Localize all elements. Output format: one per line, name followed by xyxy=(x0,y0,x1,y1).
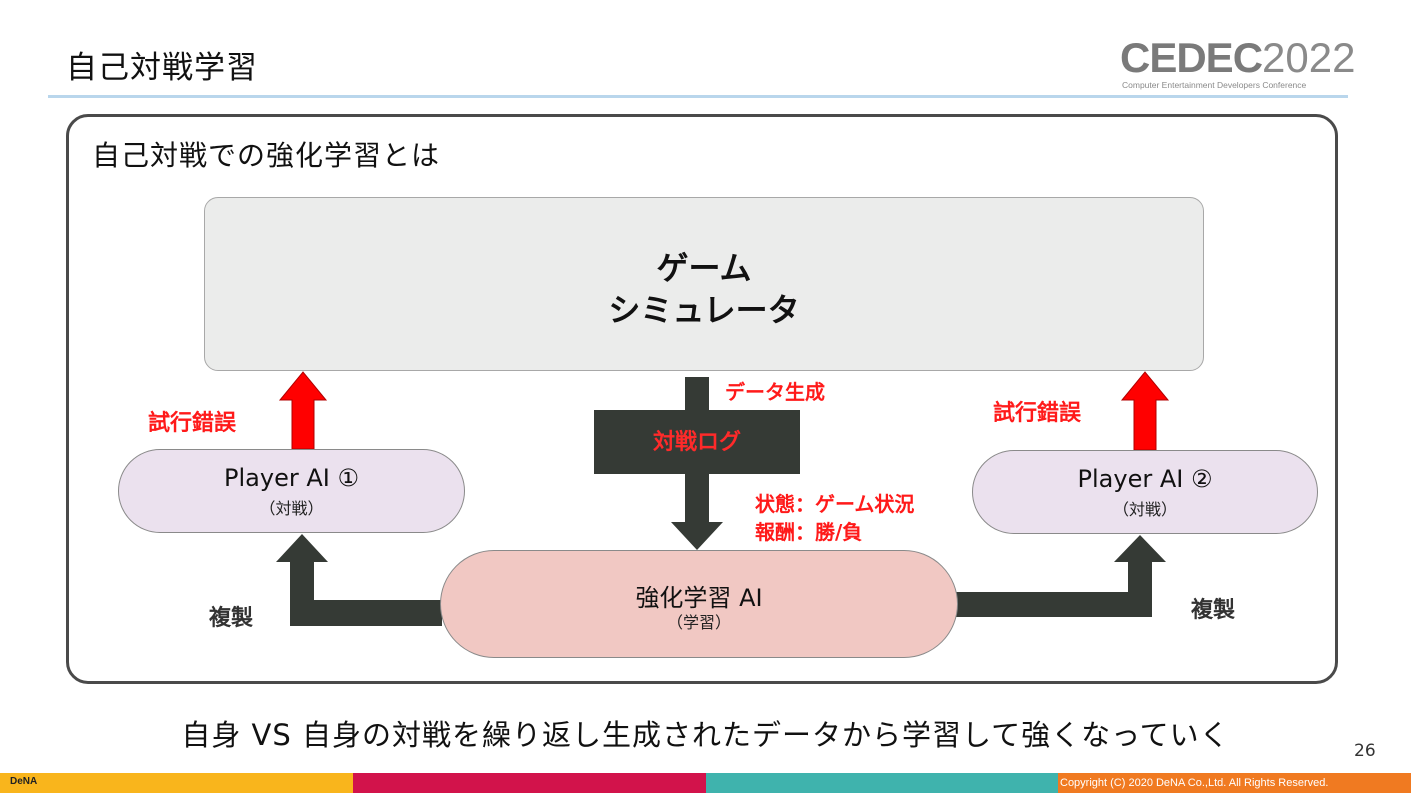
logo-wordmark: CEDEC xyxy=(1120,34,1263,81)
reward-label: 報酬：勝/負 xyxy=(755,520,863,544)
footer-segment-yellow xyxy=(0,773,353,793)
battle-log-label: 対戦ログ xyxy=(652,430,741,455)
trial-arrow-left xyxy=(278,371,328,450)
footer-color-bar xyxy=(0,773,1411,793)
copyright-text: Copyright (C) 2020 DeNA Co.,Ltd. All Rig… xyxy=(1060,777,1329,789)
footer-segment-teal xyxy=(706,773,1058,793)
trial-error-label-right: 試行錯誤 xyxy=(993,401,1082,426)
simulator-label-line2: シミュレータ xyxy=(608,291,800,329)
page-number: 26 xyxy=(1354,741,1376,761)
logo-year: 2022 xyxy=(1262,34,1356,81)
data-flow-arrow xyxy=(671,474,723,550)
battle-log-box xyxy=(594,410,800,474)
trial-arrow-right xyxy=(1120,371,1170,451)
slide-title: 自己対戦学習 xyxy=(66,50,258,86)
copy-arrow-right xyxy=(956,535,1166,617)
data-flow-shaft-top xyxy=(685,377,709,411)
player-ai-1-name: Player AI ① xyxy=(224,464,359,492)
player-ai-2-name: Player AI ② xyxy=(1077,465,1213,493)
trial-error-label-left: 試行錯誤 xyxy=(148,411,237,436)
copy-label-left: 複製 xyxy=(209,606,254,631)
footer-segment-red xyxy=(353,773,706,793)
player-ai-1-box: Player AI ① （対戦） xyxy=(118,449,465,533)
simulator-label-line1: ゲーム xyxy=(656,249,752,287)
rl-ai-sub: （学習） xyxy=(666,613,731,632)
footer-segment-orange xyxy=(1058,773,1411,793)
state-label: 状態：ゲーム状況 xyxy=(755,492,915,516)
dena-logo: DeNA xyxy=(10,776,38,787)
copy-arrow-left xyxy=(276,534,442,626)
player-ai-1-sub: （対戦） xyxy=(259,499,324,518)
player-ai-2-sub: （対戦） xyxy=(1112,500,1177,519)
logo-tagline: Computer Entertainment Developers Confer… xyxy=(1122,80,1307,90)
copy-label-right: 複製 xyxy=(1191,598,1236,623)
slide-caption: 自身 VS 自身の対戦を繰り返し生成されたデータから学習して強くなっていく xyxy=(181,718,1230,752)
cedec-logo: CEDEC2022 xyxy=(1120,34,1355,82)
rl-ai-name: 強化学習 AI xyxy=(635,584,763,612)
frame-heading: 自己対戦での強化学習とは xyxy=(92,139,441,172)
data-generation-label: データ生成 xyxy=(725,380,825,404)
rl-ai-box xyxy=(440,550,958,658)
diagram-frame xyxy=(66,114,1338,684)
player-ai-2-box: Player AI ② （対戦） xyxy=(972,450,1318,534)
title-underline xyxy=(48,95,1348,98)
game-simulator-box xyxy=(204,197,1204,371)
